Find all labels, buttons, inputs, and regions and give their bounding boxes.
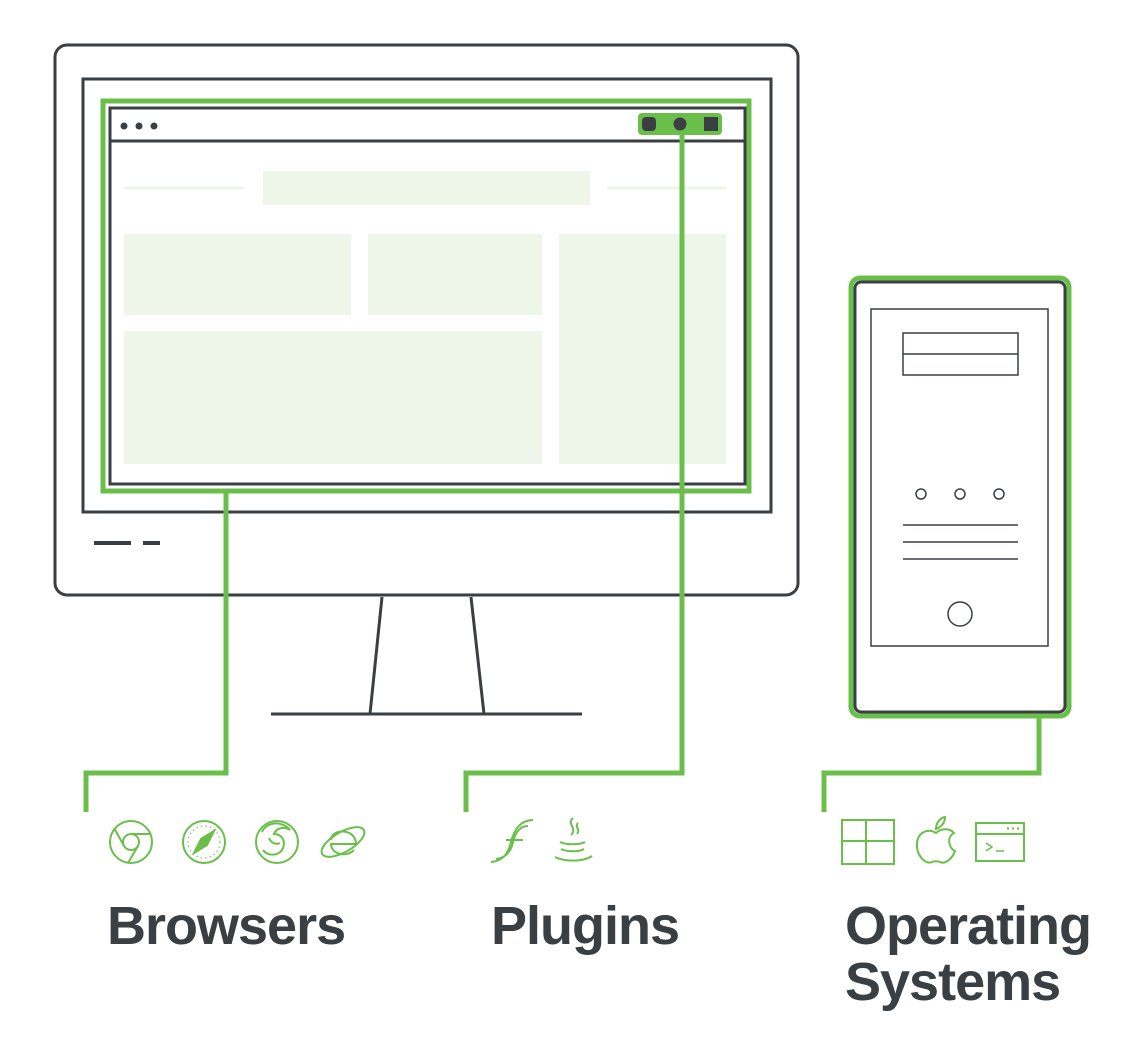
safari-icon [182,820,226,864]
java-icon [554,817,593,862]
content-block [368,234,542,315]
tower-led [993,488,1005,500]
monitor-bezel [53,43,800,597]
plugins-label: Plugins [491,896,680,956]
content-main-block [124,331,542,464]
connectors [83,132,1042,812]
operating-systems-label-line2: Systems [845,952,1061,1012]
os-connector [821,716,1042,812]
apple-icon [915,815,957,864]
tower-front-panel [870,308,1049,647]
monitor-stand-right [469,596,486,715]
content-block [124,234,351,315]
plugins-connector [463,132,685,812]
monitor-stand-left [368,596,384,715]
browser-menu-dot [135,122,143,130]
plugin-control-square [642,117,656,131]
operating-systems-label-line1: Operating [845,896,1092,956]
browser-highlight [100,98,752,494]
content-header-block [263,171,590,205]
browser-menu-dot [150,122,158,130]
plugin-control-circle [670,114,690,134]
browser-window [108,106,747,486]
tower-pc [848,275,1072,719]
terminal-icon [975,822,1025,862]
content-sidebar-block [559,234,726,464]
browser-menu-dot [120,122,128,130]
internet-explorer-icon [320,826,366,858]
monitor-screen-frame [81,77,773,514]
operating-systems-label: Operating Systems [845,896,1092,1012]
tower-highlight [848,275,1072,719]
tower-case [853,280,1067,714]
plugin-controls [638,113,722,135]
tower-led [954,488,966,500]
chrome-icon [109,820,153,864]
power-button [947,601,973,627]
browsers-label: Browsers [107,896,346,956]
windows-icon [841,819,895,865]
flash-icon [490,819,534,863]
plugin-control-square [704,117,718,131]
browsers-connector [83,491,229,812]
tower-led [915,488,927,500]
monitor [53,43,800,716]
firefox-icon [255,820,299,864]
